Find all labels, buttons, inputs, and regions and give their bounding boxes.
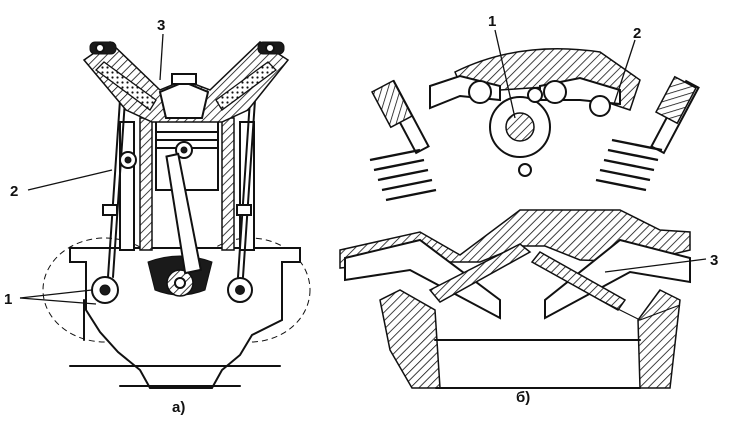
panel-b-camshaft: [505, 112, 535, 142]
panel-a-pushrod-right-b: [242, 99, 256, 278]
panel-a-cyl-wall-left: [139, 117, 153, 251]
panel-b-rocker-pivot: [527, 87, 543, 103]
panel-b-label-3: 3: [710, 252, 718, 269]
panel-a-conrod: [165, 152, 202, 275]
panel-b-spring-left: [369, 148, 437, 202]
panel-a-rocker-pivot-r: [265, 43, 275, 53]
panel-b-leader-3: [604, 258, 707, 273]
panel-a-tappet-guide-r: [236, 204, 252, 216]
panel-a-tappet-guide-l: [102, 204, 118, 216]
panel-b-leader-1: [494, 29, 516, 119]
panel-a-port-left: [95, 61, 157, 111]
panel-a-drawing: [42, 41, 311, 389]
panel-a-leader-3: [159, 33, 164, 81]
panel-b-rocker-roller-r: [543, 80, 567, 104]
panel-b-drawing: [339, 48, 700, 389]
panel-a-crankpin-hole: [174, 277, 186, 289]
panel-b-caption: б): [516, 389, 530, 406]
panel-b-port-left: [344, 238, 501, 320]
panel-a-leader-1b: [19, 297, 97, 305]
panel-b-valve-cap-right: [655, 75, 697, 125]
panel-a-pushrod-left-b: [112, 99, 126, 278]
panel-a-camshaft-left-core: [99, 284, 111, 296]
panel-a-pushrod-right: [237, 99, 251, 278]
panel-b-rocker-roller-l: [468, 80, 492, 104]
panel-a-spark-plug: [171, 73, 197, 85]
panel-a-rocker-pivot-l: [95, 43, 105, 53]
panel-b-valve-head-left: [428, 243, 532, 303]
panel-a-label-1: 1: [4, 291, 12, 308]
panel-b-curve-detail: [599, 299, 681, 321]
panel-b-cam-bolt: [518, 163, 532, 177]
panel-a-leader-1a: [19, 289, 93, 299]
panel-b-label-2: 2: [633, 25, 641, 42]
panel-a-caption: а): [172, 399, 185, 416]
panel-a-port-right: [215, 61, 277, 111]
panel-b-valve-head-right: [530, 251, 627, 311]
panel-b-cyl-wall-left: [379, 289, 441, 389]
panel-a-oil-boss-core: [124, 156, 132, 164]
panel-a-leader-2: [27, 169, 113, 191]
panel-a-cyl-wall-right: [221, 117, 235, 251]
panel-b-port-right: [544, 238, 691, 320]
panel-a-camshaft-right-core: [235, 285, 245, 295]
panel-b-label-1: 1: [488, 13, 496, 30]
panel-a-label-3: 3: [157, 17, 165, 34]
panel-a-gudgeon-core: [180, 146, 188, 154]
panel-b-leader-2: [613, 39, 636, 105]
panel-a-label-2: 2: [10, 183, 18, 200]
panel-b-rocker-roller-r2: [589, 95, 611, 117]
panel-b-valve-cap-left: [371, 79, 413, 129]
panel-b-cyl-wall-right: [637, 289, 681, 389]
panel-b-spring-right: [595, 138, 663, 192]
panel-a-pushrod-left: [107, 99, 121, 278]
